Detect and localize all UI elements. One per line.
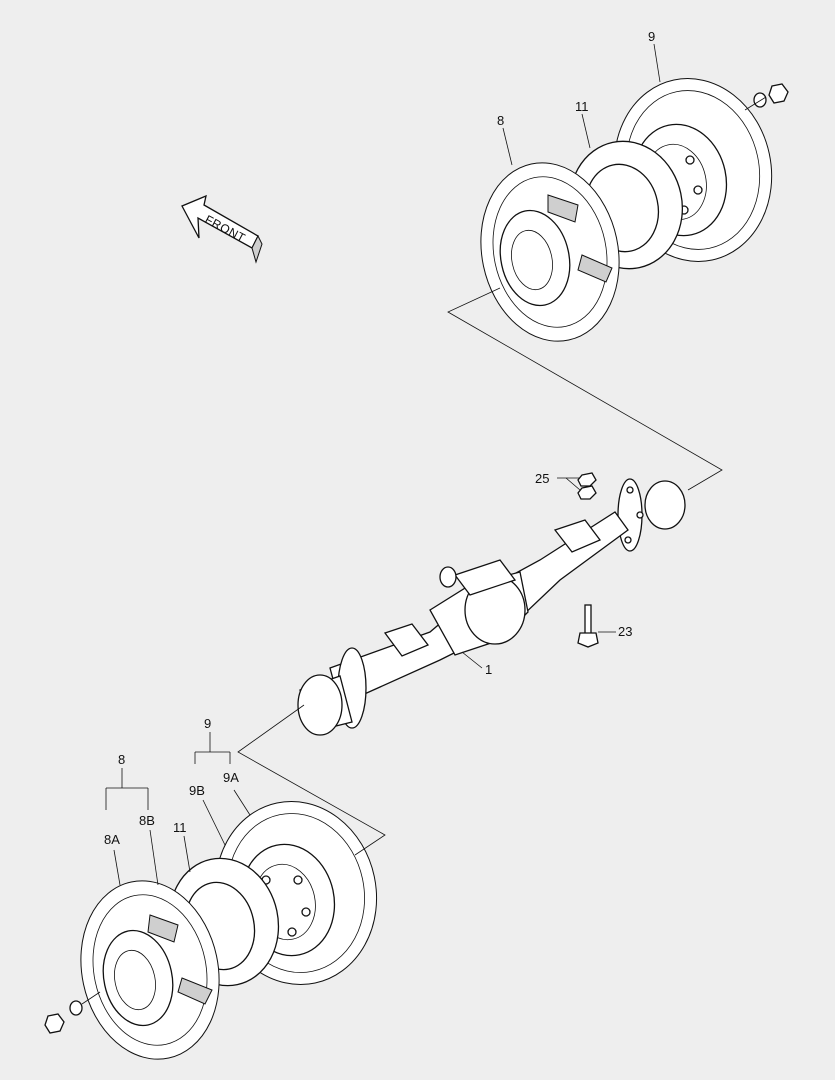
axle-right-hub [617, 478, 686, 552]
callout-bottom-8a: 8A [104, 832, 120, 847]
axle-bolt [577, 604, 599, 648]
callout-axle: 1 [485, 662, 492, 677]
callout-top-tire-outer: 9 [648, 29, 655, 44]
bottom-hub-nut [44, 991, 101, 1034]
callout-bottom-tube: 11 [173, 820, 187, 835]
top-hub-nut [744, 83, 789, 111]
callout-top-tire-inner: 8 [497, 113, 504, 128]
callout-bottom-9b: 9B [189, 783, 205, 798]
axle-spring-pad-left [383, 623, 430, 657]
top-inner-tire [480, 162, 620, 342]
callout-bottom-group-8: 8 [118, 752, 125, 767]
callout-bottom-9a: 9A [223, 770, 239, 785]
callout-bottom-group-9: 9 [204, 716, 211, 731]
callout-nut-group: 25 [535, 471, 549, 486]
leader-lines [105, 43, 723, 886]
axle-assembly [297, 472, 686, 736]
callout-labels: 8 11 9 25 23 1 9 9A 9B 8 8A 8B 11 [104, 29, 655, 847]
callout-top-tube: 11 [575, 99, 589, 114]
bottom-inner-tire [80, 880, 220, 1060]
axle-differential [429, 559, 529, 656]
callout-bottom-8b: 8B [139, 813, 155, 828]
front-direction-arrow: FRONT [181, 194, 263, 264]
axle-nuts [577, 472, 597, 500]
bottom-wheel-assembly [44, 800, 378, 1060]
callout-bolt: 23 [618, 624, 632, 639]
axle-spring-pad-right [553, 519, 602, 553]
top-wheel-assembly [480, 78, 789, 342]
axle-left-hub [297, 647, 367, 736]
